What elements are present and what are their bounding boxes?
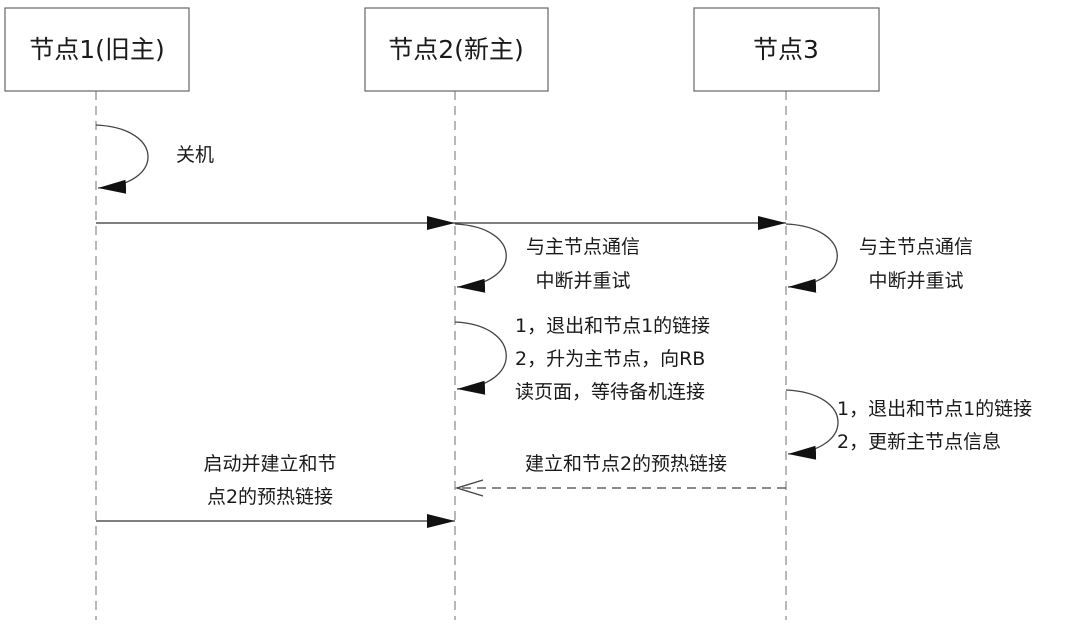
self-loop-arrow	[454, 321, 507, 395]
self-loop-arrow	[454, 223, 507, 293]
message-m5-line-2: 中断并重试	[868, 270, 963, 292]
participant-n2: 节点2(新主)	[364, 7, 549, 92]
self-loop-arrow	[785, 223, 838, 293]
participant-n3-label: 节点3	[753, 35, 819, 64]
message-m8-line-1: 建立和节点2的预热链接	[525, 453, 727, 475]
message-m9-line-1: 启动并建立和节	[203, 453, 336, 475]
message-m7-line-1: 1，退出和节点1的链接	[837, 398, 1032, 420]
message-m1-line-1: 关机	[176, 144, 214, 166]
message-m4: 与主节点通信 中断并重试	[454, 223, 640, 293]
self-loop-arrow	[95, 124, 149, 194]
message-m1: 关机	[95, 124, 214, 194]
message-m5: 与主节点通信 中断并重试	[785, 223, 973, 293]
message-m7-line-2: 2，更新主节点信息	[837, 431, 1001, 453]
participant-n3: 节点3	[693, 7, 880, 92]
message-m7: 1，退出和节点1的链接 2，更新主节点信息	[785, 389, 1032, 460]
message-m6-line-3: 读页面，等待备机连接	[515, 381, 705, 403]
participant-n1-label: 节点1(旧主)	[29, 35, 164, 64]
message-m6-line-1: 1，退出和节点1的链接	[515, 315, 710, 337]
message-m5-line-1: 与主节点通信	[859, 236, 973, 258]
participant-n1: 节点1(旧主)	[4, 7, 190, 92]
message-m4-line-1: 与主节点通信	[526, 236, 640, 258]
message-m8: 建立和节点2的预热链接	[457, 453, 786, 488]
message-m6-line-2: 2，升为主节点，向RB	[515, 348, 705, 370]
participant-n2-label: 节点2(新主)	[388, 35, 523, 64]
message-m9: 启动并建立和节 点2的预热链接	[96, 453, 455, 528]
message-m9-line-2: 点2的预热链接	[207, 486, 333, 508]
message-m4-line-2: 中断并重试	[535, 270, 630, 292]
message-m6: 1，退出和节点1的链接 2，升为主节点，向RB 读页面，等待备机连接	[454, 315, 710, 403]
self-loop-arrow	[785, 389, 839, 460]
